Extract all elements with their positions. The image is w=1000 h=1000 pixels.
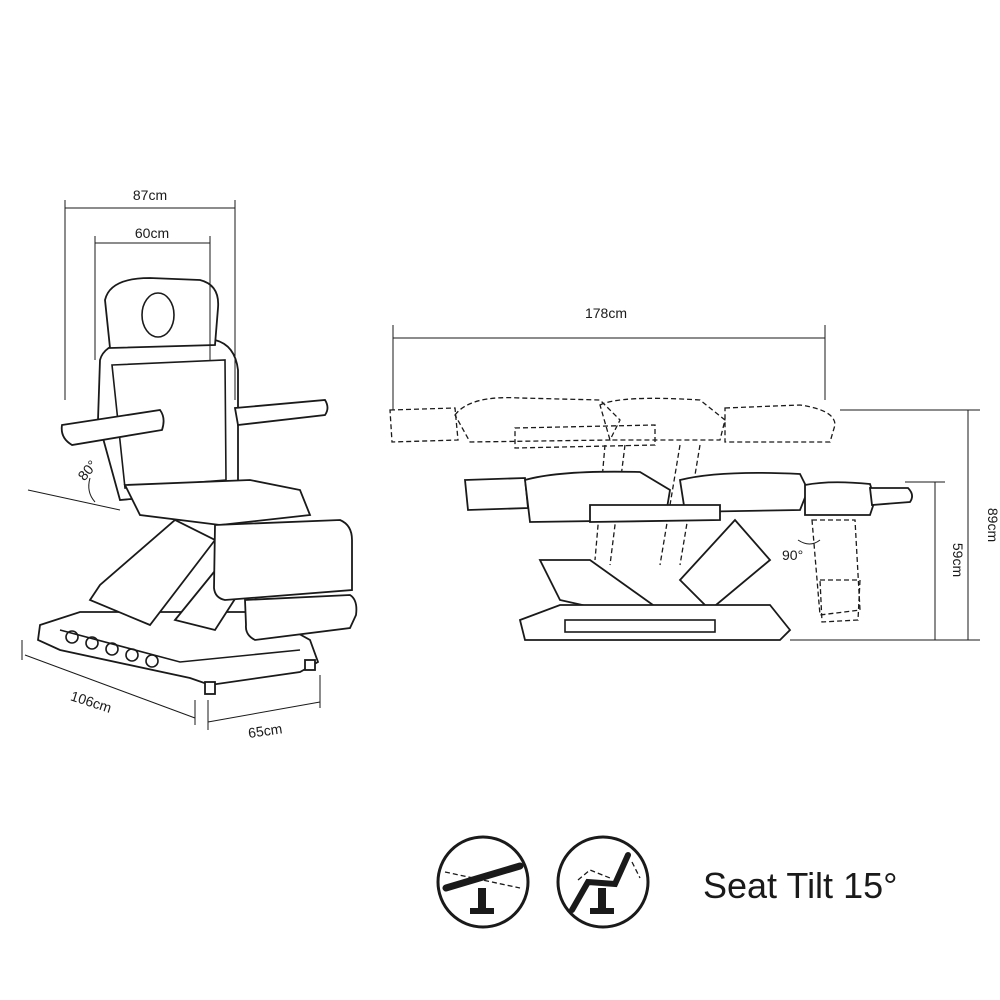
chair-side-view <box>389 396 913 641</box>
seat-tilt-icon <box>436 835 530 929</box>
feature-label: Seat Tilt 15° <box>703 865 898 906</box>
chair-recline-icon <box>556 835 650 929</box>
dim-seat-width: 60cm <box>135 225 169 241</box>
side-dimension-lines <box>392 325 980 641</box>
dim-base-length: 106cm <box>69 688 114 716</box>
dim-length: 178cm <box>585 305 627 321</box>
chair-front-view <box>27 277 358 695</box>
foot-pedals <box>65 630 159 668</box>
dim-back-angle: 80° <box>74 457 100 484</box>
dim-max-height: 89cm <box>985 508 1000 542</box>
front-dimension-lines <box>21 200 321 730</box>
dim-overall-width: 87cm <box>133 187 167 203</box>
dim-leg-angle: 90° <box>782 547 803 563</box>
dim-base-width: 65cm <box>247 720 283 741</box>
side-foot-pedals <box>564 619 716 633</box>
dim-seat-height: 59cm <box>950 543 966 577</box>
